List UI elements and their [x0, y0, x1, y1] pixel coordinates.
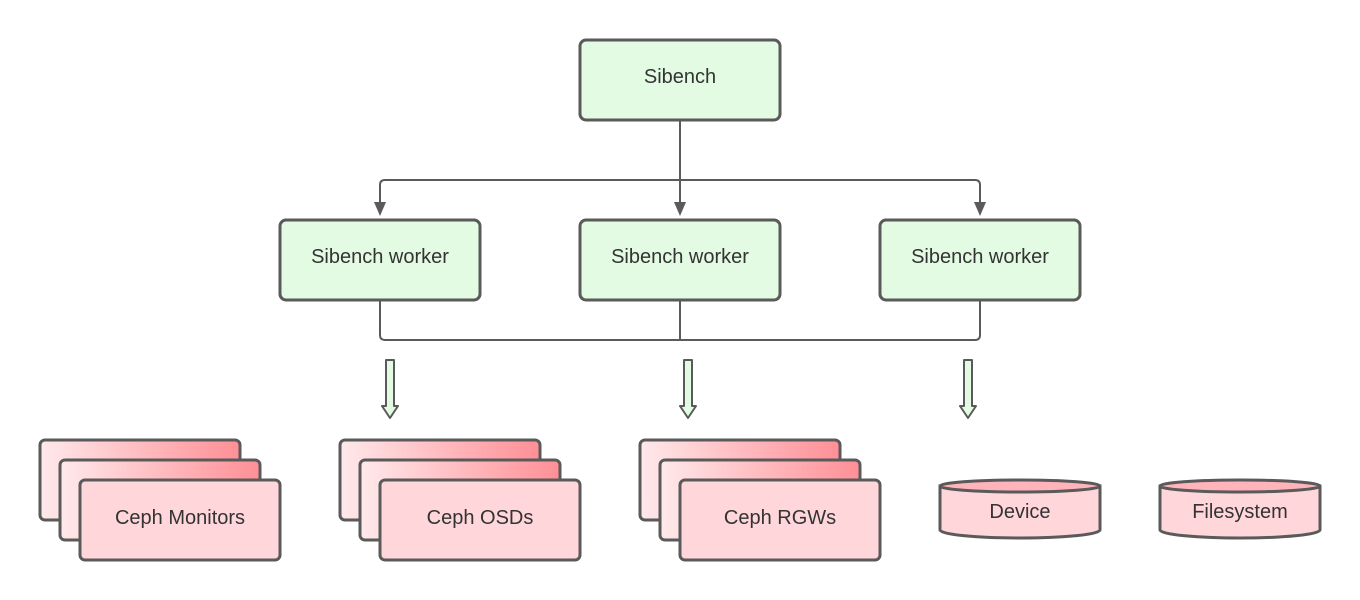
sibench-node[interactable]: Sibench	[578, 38, 782, 122]
worker-label-3: Sibench worker	[911, 246, 1049, 268]
hollow-down-arrow-2	[679, 359, 697, 419]
sibench-worker-node-2[interactable]: Sibench worker	[578, 218, 782, 302]
ceph-osds-label: Ceph OSDs	[427, 507, 534, 529]
filesystem-cylinder[interactable]: Filesystem	[1158, 478, 1322, 540]
device-cylinder[interactable]: Device	[938, 478, 1102, 540]
ceph-rgws-stack[interactable]: Ceph RGWs	[638, 438, 882, 562]
worker-label-1: Sibench worker	[311, 246, 449, 268]
ceph-osds-stack[interactable]: Ceph OSDs	[338, 438, 582, 562]
device-label: Device	[989, 501, 1050, 523]
ceph-rgws-label: Ceph RGWs	[724, 507, 836, 529]
sibench-worker-node-1[interactable]: Sibench worker	[278, 218, 482, 302]
ceph-monitors-label: Ceph Monitors	[115, 507, 245, 529]
hollow-down-arrow-3	[959, 359, 977, 419]
workers-join-connector	[379, 300, 981, 341]
root-to-workers-connector	[374, 120, 986, 216]
filesystem-label: Filesystem	[1192, 501, 1288, 523]
hollow-down-arrow-1	[381, 359, 399, 419]
worker-label-2: Sibench worker	[611, 246, 749, 268]
sibench-label: Sibench	[644, 66, 716, 88]
sibench-worker-node-3[interactable]: Sibench worker	[878, 218, 1082, 302]
ceph-monitors-stack[interactable]: Ceph Monitors	[38, 438, 282, 562]
